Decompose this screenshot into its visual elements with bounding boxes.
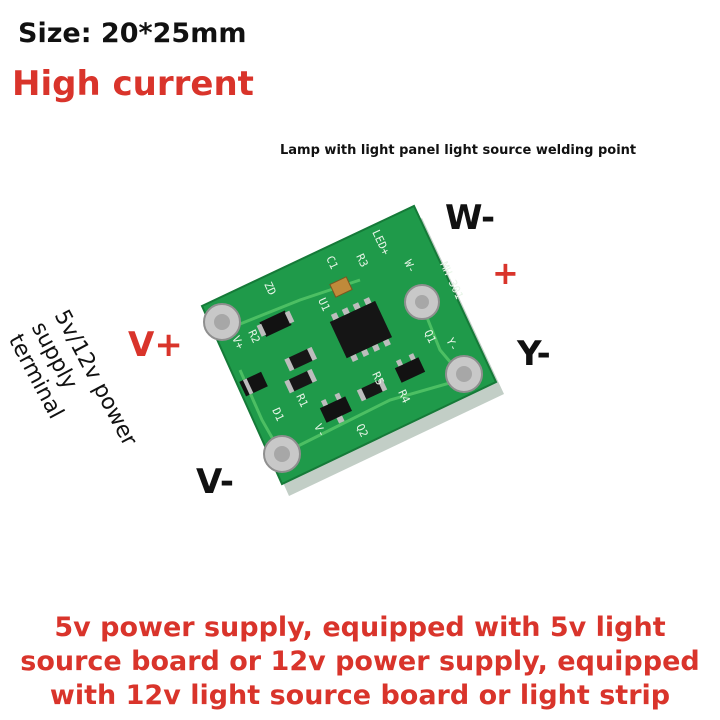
solder-pad-v-minus [263, 435, 301, 473]
solder-pad-w-minus [404, 284, 440, 320]
silk-w-minus: W- [401, 258, 418, 276]
pin-label-plus: + [492, 254, 519, 292]
silk-d1: D1 [269, 406, 286, 424]
resistor-r1 [284, 368, 318, 394]
solder-pad-v-plus [203, 303, 241, 341]
silk-q1: Q1 [421, 328, 438, 346]
silk-r5: R5 [369, 370, 386, 388]
pin-label-w-minus: W- [445, 198, 496, 238]
description-line-2: source board or 12v power supply, equipp… [20, 646, 700, 677]
silk-r1: R1 [293, 392, 310, 410]
welding-point-note: Lamp with light panel light source weldi… [280, 143, 637, 158]
silk-u1: U1 [315, 296, 332, 314]
size-label: Size: 20*25mm [18, 18, 247, 49]
silk-y-minus: Y- [443, 336, 460, 354]
description-block: 5v power supply, equipped with 5v light … [0, 611, 720, 713]
silk-r2: R2 [245, 328, 262, 346]
silk-q2: Q2 [353, 422, 370, 440]
resistor-r5 [356, 378, 388, 402]
silk-r3: R3 [353, 252, 370, 270]
pin-label-y-minus: Y- [517, 334, 551, 374]
high-current-label: High current [12, 64, 254, 104]
silk-c1: C1 [323, 254, 340, 272]
description-line-1: 5v power supply, equipped with 5v light [54, 612, 666, 643]
pin-label-v-minus: V- [196, 462, 234, 502]
resistor-r2 [284, 346, 318, 372]
silk-r4: R4 [395, 388, 413, 406]
capacitor-c1 [329, 276, 353, 298]
ic-chip [329, 297, 393, 363]
silk-v-plus: V+ [229, 334, 247, 352]
solder-pad-y-minus [445, 355, 483, 393]
transistor-q1 [394, 353, 426, 383]
silk-zd: ZD [261, 280, 278, 298]
description-line-3: with 12v light source board or light str… [49, 680, 671, 711]
transistor-q2 [319, 392, 352, 424]
diode-d1 [239, 371, 268, 397]
silk-v-minus: V- [311, 422, 328, 440]
pin-label-v-plus: V+ [128, 325, 183, 365]
zener-diode [256, 310, 295, 337]
